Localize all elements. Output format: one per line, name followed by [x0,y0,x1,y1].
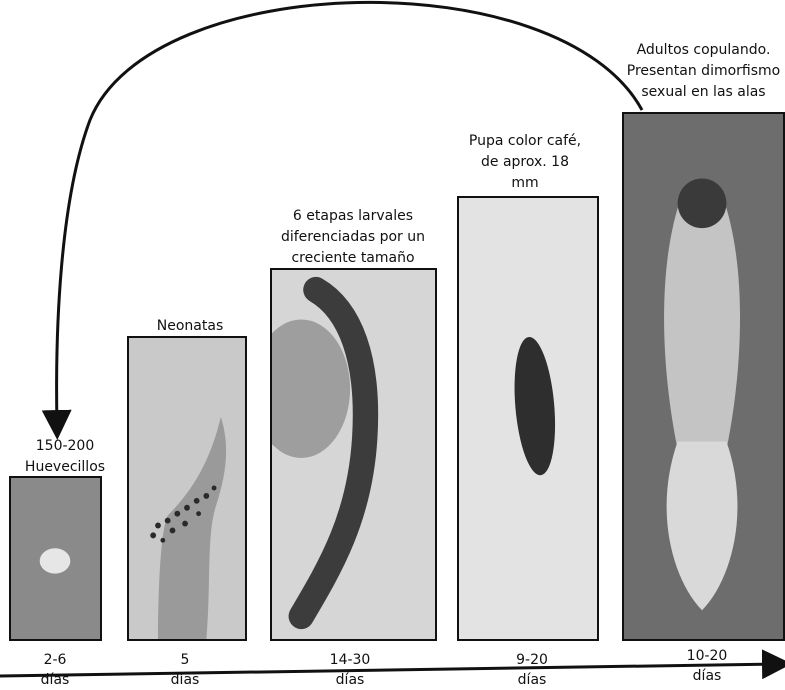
duration-neonates-unit: días [150,670,220,690]
duration-adults: 10-20 días [672,646,742,686]
duration-pupa-unit: días [497,670,567,690]
duration-neonates-value: 5 [150,650,220,670]
duration-eggs-unit: días [20,670,90,690]
duration-pupa-value: 9-20 [497,650,567,670]
duration-adults-value: 10-20 [672,646,742,666]
duration-larvae-unit: días [315,670,385,690]
duration-larvae-value: 14-30 [315,650,385,670]
duration-eggs-value: 2-6 [20,650,90,670]
duration-pupa: 9-20 días [497,650,567,690]
duration-eggs: 2-6 días [20,650,90,690]
duration-neonates: 5 días [150,650,220,690]
duration-larvae: 14-30 días [315,650,385,690]
duration-adults-unit: días [672,666,742,686]
